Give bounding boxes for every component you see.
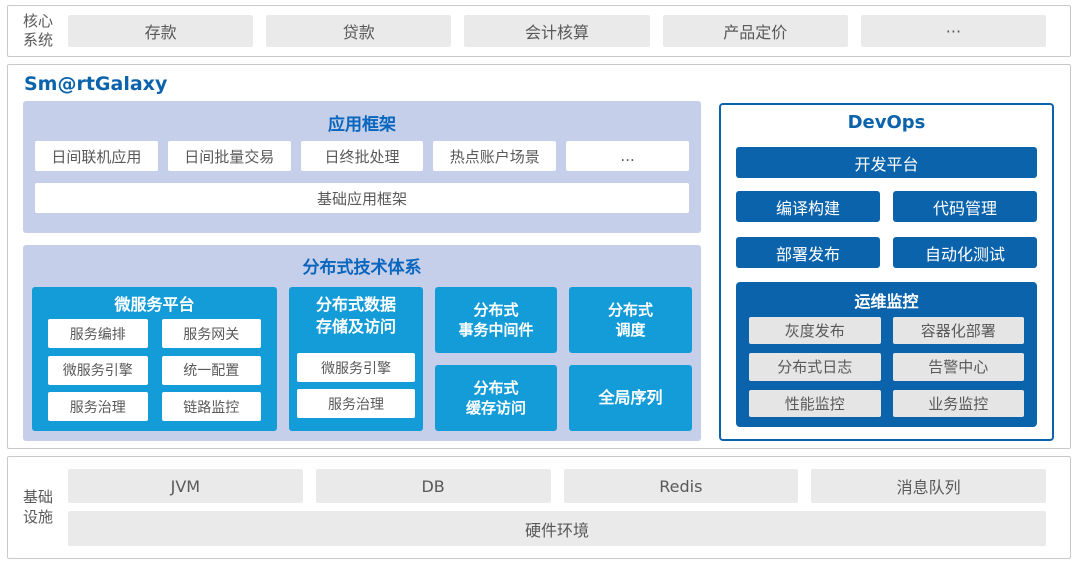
app-framework-title: 应用框架 (328, 115, 396, 135)
microservice-platform-title: 微服务平台 (114, 295, 195, 314)
ds-item-engine: 微服务引擎 (297, 353, 415, 383)
core-system-item-accounting: 会计核算 (464, 15, 650, 47)
infrastructure-label-line2: 设施 (22, 507, 53, 526)
dev-platform-box: 开发平台 (736, 147, 1037, 178)
devops-autotest-box: 自动化测试 (893, 237, 1037, 268)
devops-tools: 编译构建 代码管理 部署发布 自动化测试 (736, 191, 1037, 268)
ops-monitor-title: 运维监控 (854, 292, 919, 311)
app-item-hot-account: 热点账户场景 (433, 141, 557, 171)
infrastructure-label-line1: 基础 (22, 488, 53, 506)
ops-item-perf-monitor: 性能监控 (749, 389, 881, 417)
data-storage-title-line1: 分布式数据 (315, 295, 396, 314)
distributed-grid: 微服务平台 服务编排 服务网关 微服务引擎 统一配置 服务治理 链路监控 分布式… (32, 287, 692, 431)
ms-item-tracing: 链路监控 (161, 392, 261, 422)
distributed-scheduler-box: 分布式 调度 (569, 287, 692, 353)
ops-item-container-deploy: 容器化部署 (892, 317, 1024, 345)
app-item-online: 日间联机应用 (35, 141, 158, 171)
data-storage-title: 分布式数据 存储及访问 (297, 294, 415, 337)
ms-item-governance: 服务治理 (48, 392, 148, 422)
ops-item-gray-release: 灰度发布 (749, 317, 881, 345)
devops-build-box: 编译构建 (736, 191, 880, 222)
infrastructure-items: JVM DB Redis 消息队列 硬件环境 (68, 469, 1046, 546)
data-storage-items: 微服务引擎 服务治理 (297, 353, 415, 419)
ops-item-alert-center: 告警中心 (892, 353, 1024, 381)
ops-monitor-items: 灰度发布 容器化部署 分布式日志 告警中心 性能监控 业务监控 (749, 317, 1024, 417)
cache-line2: 缓存访问 (465, 399, 526, 417)
app-item-more: ... (566, 141, 689, 171)
infra-item-jvm: JVM (68, 469, 303, 503)
base-app-framework-box: 基础应用框架 (35, 183, 689, 213)
microservice-items: 服务编排 服务网关 微服务引擎 统一配置 服务治理 链路监控 (48, 319, 261, 422)
infra-item-mq: 消息队列 (811, 469, 1046, 503)
data-storage-box: 分布式数据 存储及访问 微服务引擎 服务治理 (289, 287, 423, 431)
app-item-batch-trade: 日间批量交易 (167, 141, 291, 171)
app-framework-items: 日间联机应用 日间批量交易 日终批处理 热点账户场景 ... (35, 141, 689, 171)
distributed-col4: 分布式 调度 全局序列 (569, 287, 692, 431)
cache-line1: 分布式 (473, 378, 519, 397)
ops-item-distributed-log: 分布式日志 (749, 353, 881, 381)
devops-deploy-box: 部署发布 (736, 237, 880, 268)
devops-code-box: 代码管理 (893, 191, 1037, 222)
scheduler-line1: 分布式 (607, 300, 653, 319)
scheduler-line2: 调度 (615, 321, 646, 339)
infra-item-db: DB (315, 469, 551, 503)
smartgalaxy-panel: Sm@rtGalaxy 应用框架 日间联机应用 日间批量交易 日终批处理 热点账… (7, 64, 1071, 449)
core-systems-bar: 核心 系统 存款 贷款 会计核算 产品定价 ··· (7, 5, 1071, 57)
ops-monitor-box: 运维监控 灰度发布 容器化部署 分布式日志 告警中心 性能监控 业务监控 (736, 282, 1037, 427)
core-systems-label-line1: 核心 (22, 11, 53, 30)
core-system-item-loan: 贷款 (266, 15, 452, 47)
platform-title: Sm@rtGalaxy (24, 73, 168, 95)
infrastructure-bar: 基础 设施 JVM DB Redis 消息队列 硬件环境 (7, 456, 1071, 559)
core-systems-items: 存款 贷款 会计核算 产品定价 ··· (68, 15, 1047, 47)
app-framework-panel: 应用框架 日间联机应用 日间批量交易 日终批处理 热点账户场景 ... 基础应用… (23, 101, 701, 233)
distributed-cache-box: 分布式 缓存访问 (435, 365, 557, 431)
microservice-platform-box: 微服务平台 服务编排 服务网关 微服务引擎 统一配置 服务治理 链路监控 (32, 287, 277, 431)
core-system-item-more: ··· (860, 15, 1047, 47)
core-systems-label-line2: 系统 (22, 31, 53, 49)
infrastructure-label: 基础 设施 (8, 488, 68, 527)
distributed-col3: 分布式 事务中间件 分布式 缓存访问 (435, 287, 557, 431)
core-system-item-deposit: 存款 (68, 15, 254, 47)
distributed-title: 分布式技术体系 (302, 258, 422, 278)
transaction-line2: 事务中间件 (458, 321, 534, 339)
ds-item-governance: 服务治理 (297, 389, 415, 419)
data-storage-title-line2: 存储及访问 (315, 316, 396, 336)
app-item-eod-batch: 日终批处理 (300, 141, 424, 171)
global-sequence-box: 全局序列 (569, 365, 692, 431)
transaction-line1: 分布式 (473, 300, 519, 319)
ms-item-gateway: 服务网关 (161, 319, 261, 348)
devops-title: DevOps (847, 112, 926, 133)
infra-item-redis: Redis (563, 469, 799, 503)
ms-item-engine: 微服务引擎 (48, 355, 148, 385)
core-system-item-pricing: 产品定价 (662, 15, 848, 47)
infrastructure-row: JVM DB Redis 消息队列 (68, 469, 1046, 503)
ops-item-biz-monitor: 业务监控 (892, 389, 1024, 417)
devops-panel: DevOps 开发平台 编译构建 代码管理 部署发布 自动化测试 运维监控 灰度… (719, 103, 1054, 441)
hardware-env-box: 硬件环境 (68, 511, 1046, 546)
distributed-panel: 分布式技术体系 微服务平台 服务编排 服务网关 微服务引擎 统一配置 服务治理 … (23, 245, 701, 441)
ms-item-config: 统一配置 (161, 355, 261, 385)
core-systems-label: 核心 系统 (8, 12, 68, 51)
ms-item-orchestration: 服务编排 (48, 319, 148, 348)
distributed-transaction-box: 分布式 事务中间件 (435, 287, 557, 353)
